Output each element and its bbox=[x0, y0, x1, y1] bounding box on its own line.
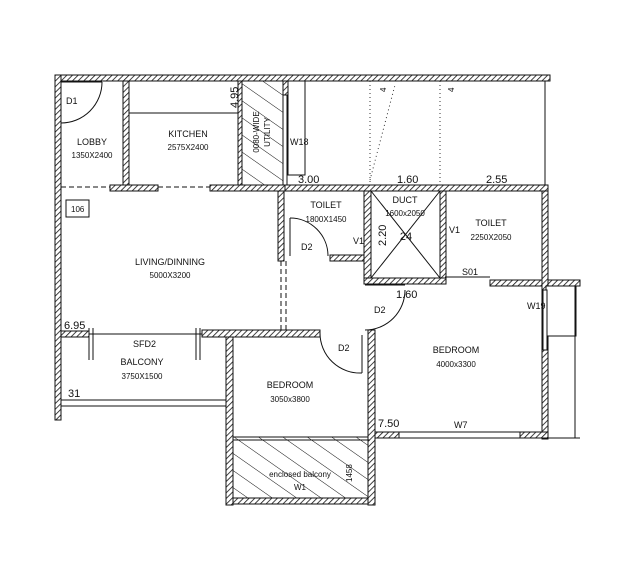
dimension-mark: 4 bbox=[379, 87, 388, 92]
sliding-door-sfd2-label: SFD2 bbox=[133, 339, 156, 349]
dimension-label: 7.50 bbox=[378, 418, 399, 430]
door-d2-label: D2 bbox=[338, 343, 350, 353]
window-w7-label: W7 bbox=[454, 420, 468, 430]
duct-size: 1600x2050 bbox=[385, 209, 425, 218]
duct-number: 24 bbox=[400, 231, 412, 243]
lobby-name: LOBBY bbox=[77, 137, 107, 147]
kitchen-name: KITCHEN bbox=[168, 129, 208, 139]
utility-label-1: 0080-WIDE bbox=[252, 111, 261, 152]
toilet1-name: TOILET bbox=[310, 200, 342, 210]
toilet1-size: 1800X1450 bbox=[306, 215, 347, 224]
bedroom2-name: BEDROOM bbox=[433, 345, 480, 355]
utility-label-2: UTILITY bbox=[263, 116, 272, 146]
dimension-label: 6.95 bbox=[64, 320, 85, 332]
dimension-label: 3.00 bbox=[298, 174, 319, 186]
bedroom1-name: BEDROOM bbox=[267, 380, 314, 390]
dimension-label: 1458 bbox=[345, 464, 354, 482]
door-d2-label: D2 bbox=[301, 242, 313, 252]
bedroom2-size: 4000x3300 bbox=[436, 360, 476, 369]
duct-name: DUCT bbox=[393, 195, 418, 205]
window-w18-label: W18 bbox=[290, 137, 309, 147]
enclosed-balcony-name: enclosed balcony bbox=[269, 470, 331, 479]
balcony-name: BALCONY bbox=[120, 357, 163, 367]
vent-v1-label: V1 bbox=[353, 236, 364, 246]
window-w19-label: W19 bbox=[527, 301, 546, 311]
living-size: 5000X3200 bbox=[150, 271, 191, 280]
dimension-label: 31 bbox=[68, 388, 80, 400]
kitchen-size: 2575X2400 bbox=[168, 143, 209, 152]
plan-lines bbox=[60, 80, 580, 441]
utility-area bbox=[240, 80, 284, 186]
balcony-size: 3750X1500 bbox=[122, 372, 163, 381]
dimension-mark: 4 bbox=[447, 87, 456, 92]
dimension-label: 1.60 bbox=[396, 289, 417, 301]
walls bbox=[54, 74, 581, 506]
dimension-label: 2.55 bbox=[486, 174, 507, 186]
toilet2-size: 2250X2050 bbox=[471, 233, 512, 242]
lobby-size: 1350X2400 bbox=[72, 151, 113, 160]
unit-number: 106 bbox=[71, 205, 85, 214]
enclosed-balcony-window: W1 bbox=[294, 483, 307, 492]
living-name: LIVING/DINNING bbox=[135, 257, 205, 267]
dimension-label: 4.95 bbox=[229, 87, 241, 108]
s01-label: S01 bbox=[462, 267, 478, 277]
dimension-label: 1.60 bbox=[397, 174, 418, 186]
bedroom1-size: 3050x3800 bbox=[270, 395, 310, 404]
vent-v1-label: V1 bbox=[449, 225, 460, 235]
door-d2-label: D2 bbox=[374, 305, 386, 315]
door-d1-label: D1 bbox=[66, 96, 78, 106]
enclosed-balcony-area bbox=[232, 436, 369, 501]
dimension-label: 2.20 bbox=[377, 225, 389, 246]
toilet2-name: TOILET bbox=[475, 218, 507, 228]
